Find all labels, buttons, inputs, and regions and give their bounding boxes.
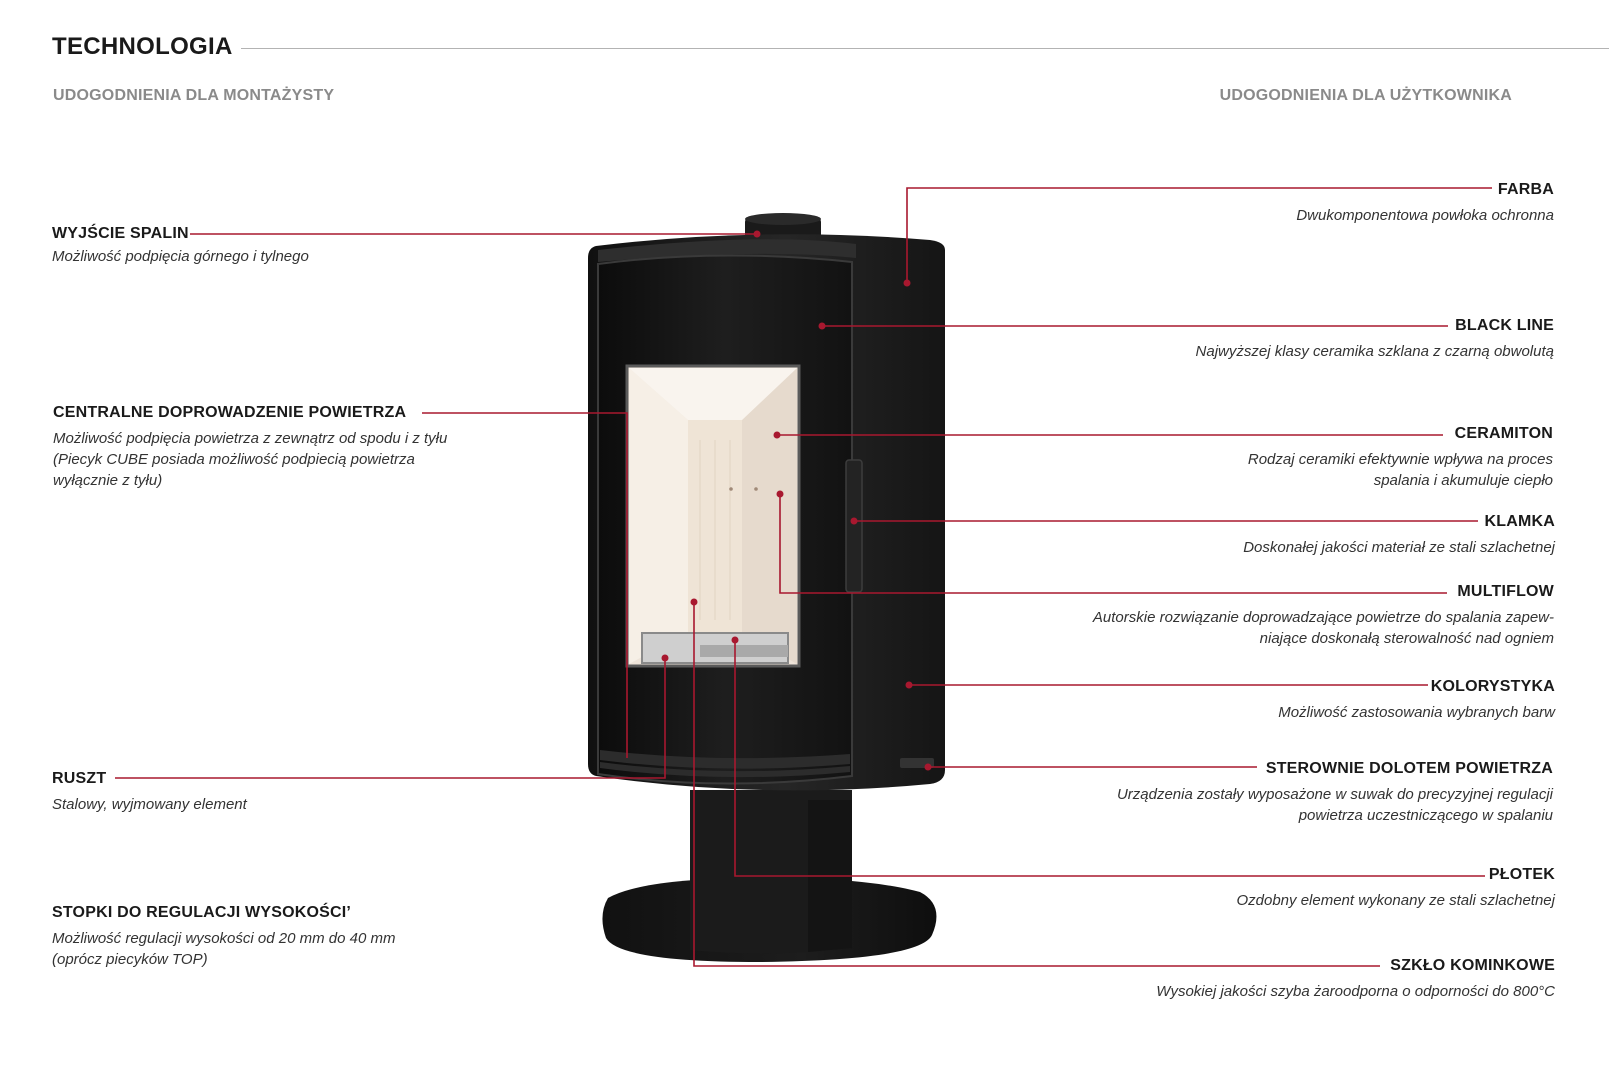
callout-dot-szklo — [690, 598, 698, 606]
callout-line-multiflow — [779, 494, 1447, 594]
feature-multiflow: MULTIFLOW Autorskie rozwiązanie doprowad… — [1093, 583, 1554, 649]
feature-kolorystyka: KOLORYSTYKA Możliwość zastosowania wybra… — [1278, 678, 1555, 723]
feature-sterownie: STEROWNIE DOLOTEM POWIETRZA Urządzenia z… — [1117, 760, 1553, 826]
feature-ruszt: RUSZT Stalowy, wyjmowany element — [52, 770, 247, 815]
callout-dot-wyjscie-spalin — [753, 230, 761, 238]
feature-desc: Autorskie rozwiązanie doprowadzające pow… — [1092, 609, 1554, 647]
ceramic-screw — [754, 487, 758, 491]
firebox-top — [629, 368, 797, 420]
feature-title: SZKŁO KOMINKOWE — [1390, 957, 1555, 974]
feature-title: KOLORYSTYKA — [1430, 678, 1555, 695]
feature-klamka: KLAMKA Doskonałej jakości materiał ze st… — [1243, 513, 1555, 558]
ceramic-screw — [729, 487, 733, 491]
feature-desc: Możliwość zastosowania wybranych barw — [1278, 704, 1555, 721]
feature-title: PŁOTEK — [1488, 866, 1555, 883]
feature-title: KLAMKA — [1484, 513, 1555, 530]
feature-title: STOPKI DO REGULACJI WYSOKOŚCI’ — [52, 904, 352, 921]
feature-desc: Ozdobny element wykonany ze stali szlach… — [1236, 892, 1555, 909]
flue-top — [745, 213, 821, 225]
feature-desc: Najwyższej klasy ceramika szklana z czar… — [1195, 343, 1554, 360]
stove-top-rim — [598, 239, 856, 262]
callout-dot-plotek — [731, 636, 739, 644]
callout-dot-klamka — [850, 517, 858, 525]
bottom-trim — [600, 750, 850, 769]
door-handle — [845, 459, 863, 593]
feature-desc: Dwukomponentowa powłoka ochronna — [1296, 207, 1554, 224]
callout-dot-black-line — [818, 322, 826, 330]
page-title: TECHNOLOGIA — [52, 33, 241, 61]
feature-desc: Możliwość podpięcia powietrza z zewnątrz… — [53, 430, 448, 489]
callout-line-ruszt — [115, 658, 666, 779]
callout-line-plotek — [734, 640, 1485, 877]
feature-farba: FARBA Dwukomponentowa powłoka ochronna — [1296, 181, 1554, 226]
feature-szklo-kominkowe: SZKŁO KOMINKOWE Wysokiej jakości szyba ż… — [1156, 957, 1555, 1002]
section-label-installer: UDOGODNIENIA DLA MONTAŻYSTY — [53, 87, 335, 104]
feature-desc: Możliwość podpięcia górnego i tylnego — [52, 248, 309, 265]
section-label-user: UDOGODNIENIA DLA UŻYTKOWNIKA — [1219, 87, 1512, 104]
feature-ceramiton: CERAMITON Rodzaj ceramiki efektywnie wpł… — [1248, 425, 1553, 491]
feature-title: CENTRALNE DOPROWADZENIE POWIETRZA — [53, 404, 407, 421]
feature-desc: Rodzaj ceramiki efektywnie wpływa na pro… — [1247, 451, 1553, 489]
callout-dots — [661, 230, 932, 771]
feature-title: RUSZT — [52, 770, 107, 787]
feature-desc: Doskonałej jakości materiał ze stali szl… — [1243, 539, 1555, 556]
firebox-left-wall — [629, 368, 688, 664]
feature-title: MULTIFLOW — [1457, 583, 1554, 600]
feature-desc: Urządzenia zostały wyposażone w suwak do… — [1116, 786, 1553, 824]
grate-bars — [700, 645, 788, 657]
bottom-trim-2 — [600, 762, 850, 778]
feature-stopki: STOPKI DO REGULACJI WYSOKOŚCI’ Możliwość… — [52, 904, 395, 970]
feature-title: STEROWNIE DOLOTEM POWIETRZA — [1265, 760, 1553, 777]
callout-dot-ceramiton — [773, 431, 781, 439]
feature-title: FARBA — [1497, 181, 1554, 198]
feature-title: WYJŚCIE SPALIN — [52, 225, 189, 242]
callout-dot-sterownie — [924, 763, 932, 771]
callout-dot-ruszt — [661, 654, 669, 662]
feature-title: BLACK LINE — [1455, 317, 1554, 334]
callout-lines — [115, 187, 1492, 967]
callout-dot-kolorystyka — [905, 681, 913, 689]
callout-dot-multiflow — [776, 490, 784, 498]
feature-desc: Możliwość regulacji wysokości od 20 mm d… — [52, 930, 396, 968]
feature-centralne-doprowadzenie: CENTRALNE DOPROWADZENIE POWIETRZA Możliw… — [53, 404, 447, 491]
feature-plotek: PŁOTEK Ozdobny element wykonany ze stali… — [1236, 866, 1555, 911]
feature-title: CERAMITON — [1454, 425, 1553, 442]
firebox-right-wall — [742, 368, 797, 664]
callout-line-centralne — [422, 412, 628, 758]
feature-wyjscie-spalin: WYJŚCIE SPALIN Możliwość podpięcia górne… — [52, 225, 309, 267]
callout-line-szklo — [693, 602, 1380, 967]
feature-desc: Wysokiej jakości szyba żaroodporna o odp… — [1156, 983, 1555, 1000]
callout-line-farba — [906, 187, 1492, 280]
callout-dot-farba — [903, 279, 911, 287]
title-rule — [236, 48, 1609, 49]
feature-desc: Stalowy, wyjmowany element — [52, 796, 247, 813]
feature-black-line: BLACK LINE Najwyższej klasy ceramika szk… — [1196, 317, 1554, 362]
